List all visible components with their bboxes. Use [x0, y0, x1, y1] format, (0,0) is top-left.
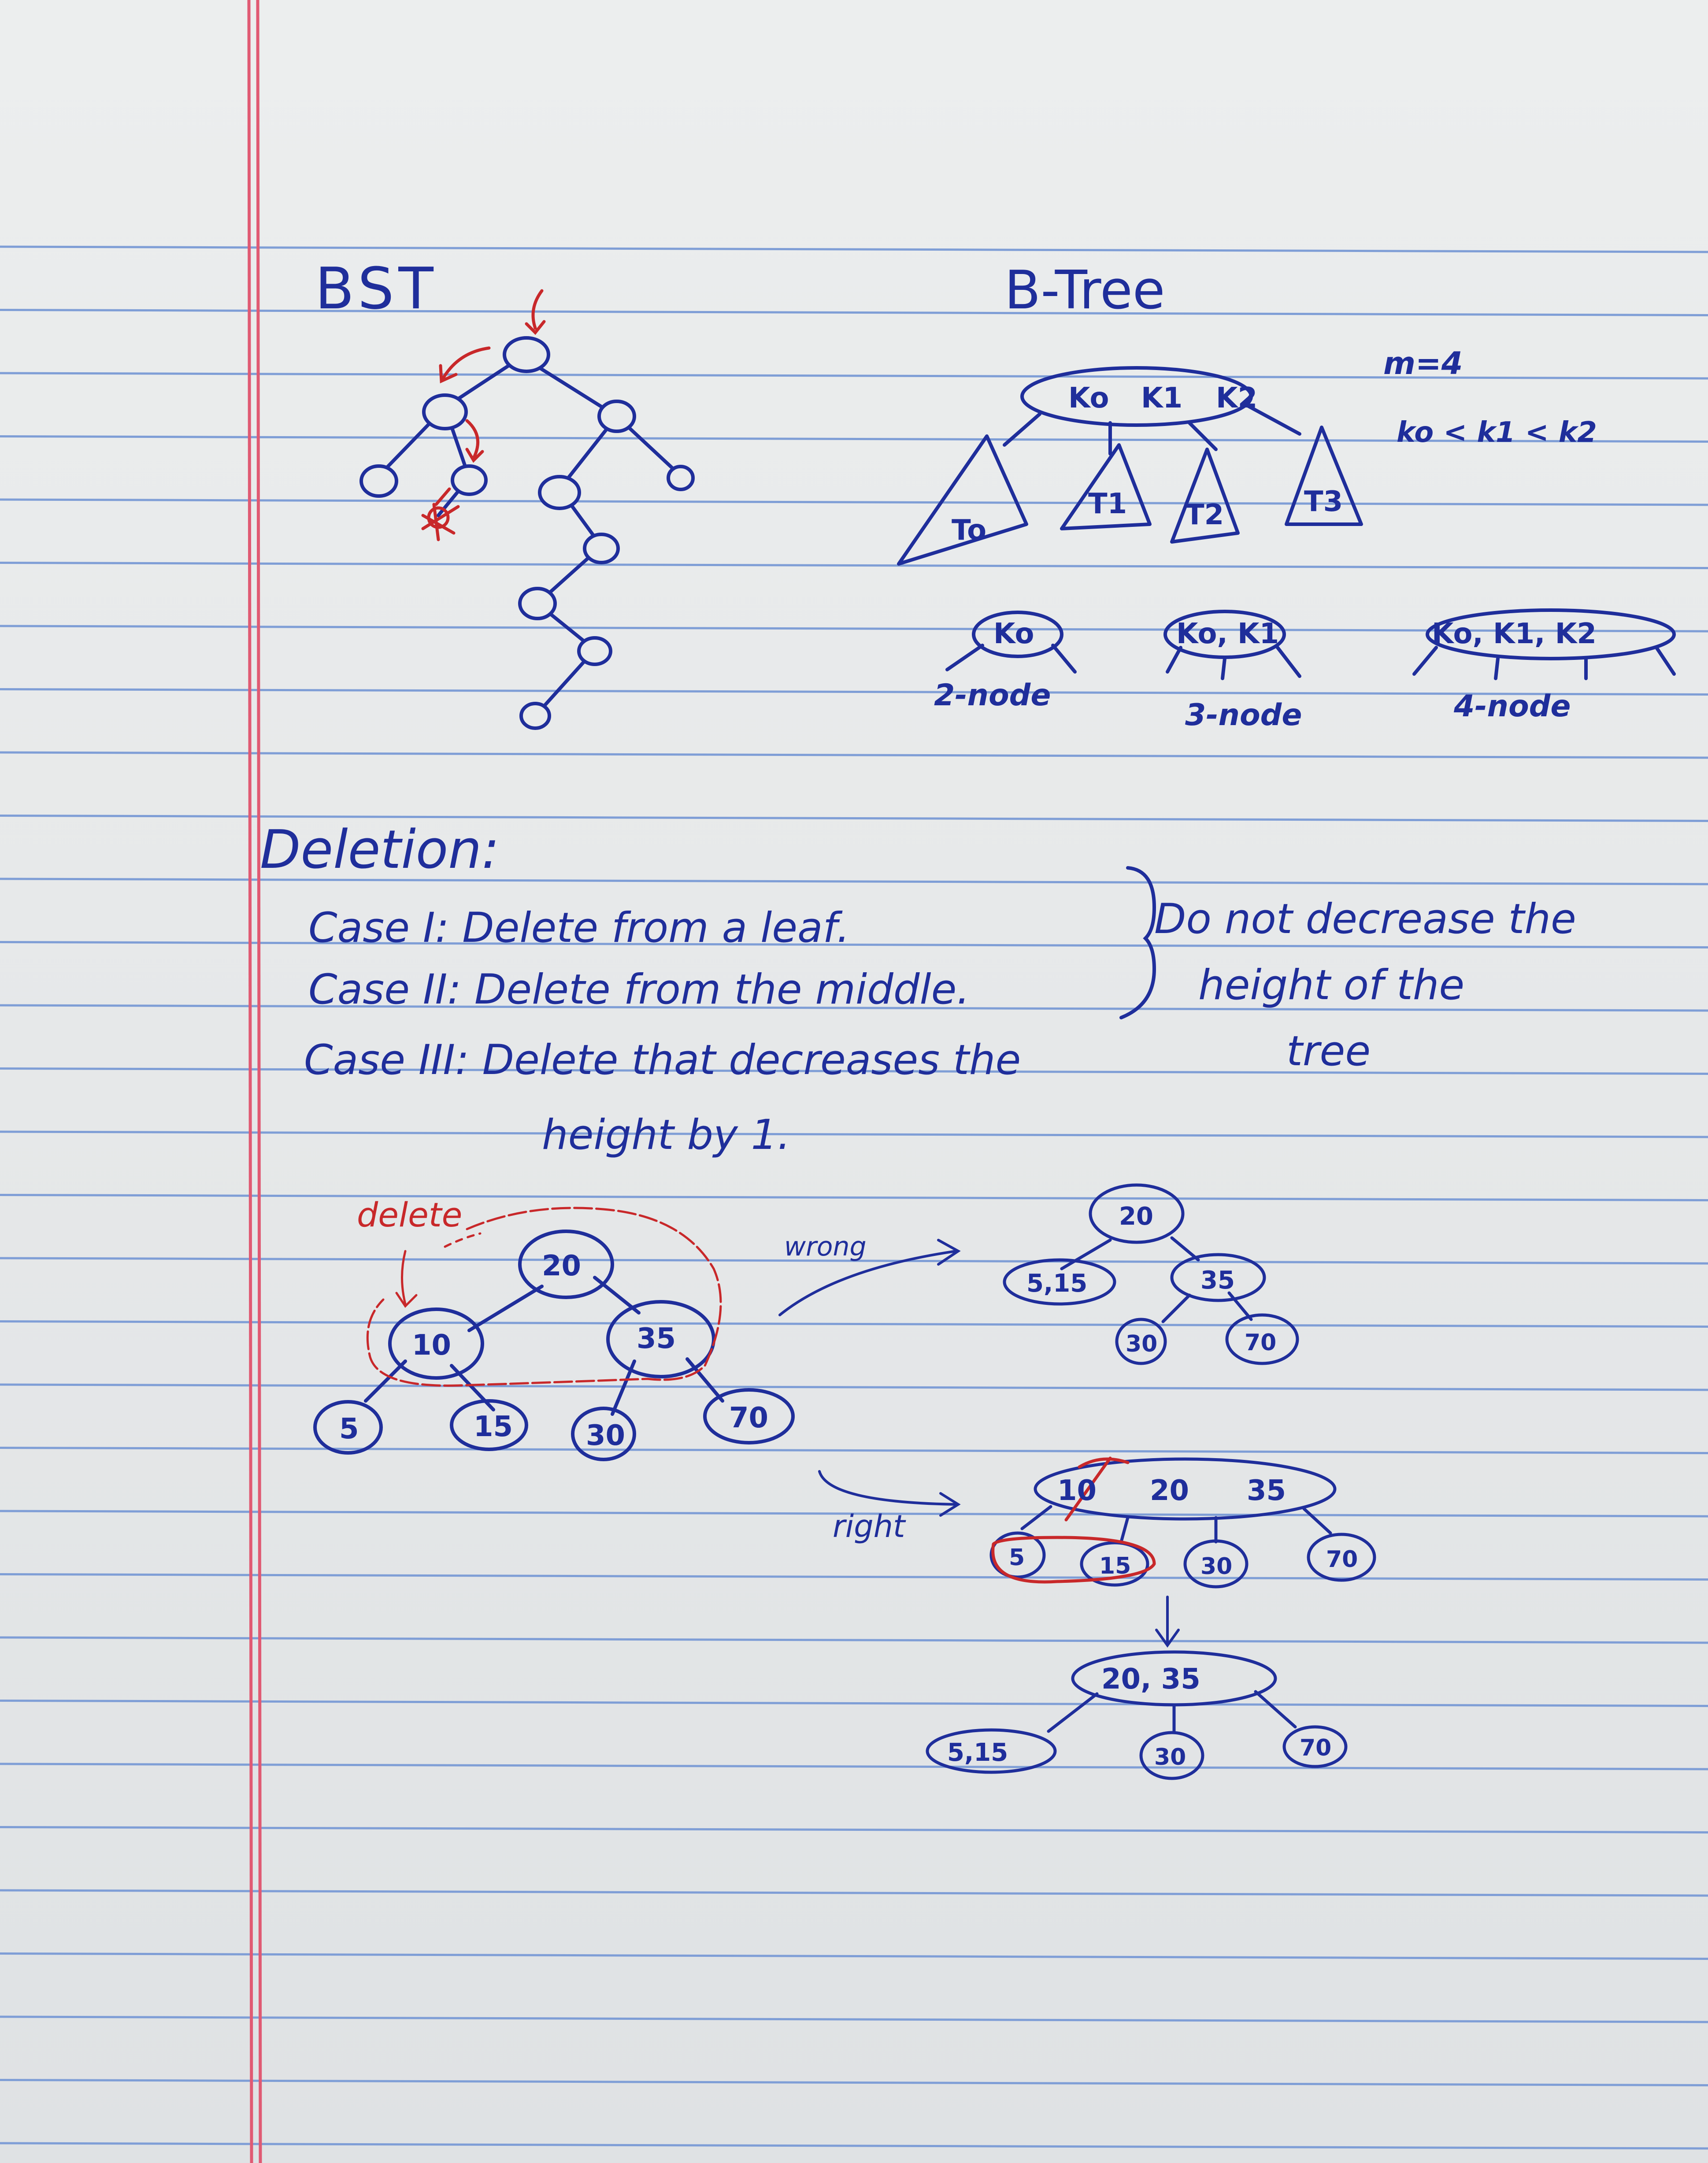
wrong-label: wrong: [784, 1231, 867, 1262]
wrong-child-0: 5,15: [1026, 1269, 1087, 1298]
rule-line: [0, 1383, 1708, 1391]
rule-line: [0, 562, 1708, 569]
rule-line: [0, 1700, 1708, 1707]
deletion-case-1: Case I: Delete from a leaf.: [308, 904, 850, 952]
rule-line: [0, 1573, 1708, 1581]
merged-leaf-0: 5: [1009, 1544, 1025, 1571]
node-type-keys-2: Ko, K1, K2: [1432, 618, 1597, 650]
merged-leaf-1: 15: [1099, 1553, 1131, 1579]
final-child-2: 70: [1300, 1735, 1331, 1761]
rule-line: [0, 1194, 1708, 1201]
rule-line: [0, 1952, 1708, 1960]
orig-child-1: 35: [637, 1322, 676, 1355]
rule-line: [0, 2015, 1708, 2023]
merged-node: [989, 1457, 1376, 1589]
merged-key-2: 35: [1247, 1474, 1286, 1507]
note-line-2: height of the: [1198, 961, 1465, 1009]
node-labels: Ko K1 K2 To T1 T2 T3 Ko Ko, K1 Ko, K1, K…: [339, 382, 1597, 1770]
rule-line: [0, 498, 1708, 506]
rule-line: [0, 2142, 1708, 2150]
final-tree: [926, 1650, 1348, 1780]
example-original-tree: [313, 1230, 795, 1461]
rule-line: [0, 1257, 1708, 1265]
orig-root: 20: [542, 1250, 581, 1282]
rule-line: [0, 245, 1708, 253]
wrong-leaf-1: 70: [1245, 1330, 1276, 1356]
deletion-case-3-continued: height by 1.: [542, 1111, 791, 1159]
final-child-0: 5,15: [947, 1738, 1008, 1767]
rule-line: [0, 372, 1708, 380]
orig-child-0: 10: [412, 1329, 451, 1362]
merge-red-marks: [991, 1456, 1156, 1584]
rule-line: [0, 941, 1708, 948]
btree-key-relation: ko < k1 < k2: [1397, 416, 1597, 449]
rule-line: [0, 751, 1708, 759]
rule-line: [0, 1889, 1708, 1897]
orig-leaf-2: 30: [586, 1419, 625, 1452]
wrong-tree: [1003, 1183, 1299, 1365]
btree-root-key-0: Ko: [1068, 382, 1109, 415]
rule-line: [0, 309, 1708, 316]
deletion-case-2: Case II: Delete from the middle.: [308, 966, 970, 1014]
rule-line: [0, 1130, 1708, 1138]
rule-line: [0, 625, 1708, 633]
delete-highlight: [366, 1207, 722, 1387]
ruled-lines: [0, 245, 1708, 2150]
btree-heading: B-Tree: [1004, 260, 1165, 321]
node-type-keys-1: Ko, K1: [1176, 618, 1279, 650]
rule-line: [0, 1447, 1708, 1454]
brace: [1119, 866, 1156, 1019]
orig-leaf-0: 5: [339, 1413, 359, 1445]
btree-root-key-2: K2: [1216, 382, 1257, 415]
rule-line: [0, 1320, 1708, 1328]
bst-diagram: [359, 336, 695, 730]
node-type-label-2: 2-node: [934, 678, 1051, 713]
node-type-label-4: 4-node: [1454, 689, 1571, 724]
final-child-1: 30: [1154, 1744, 1186, 1770]
btree-order: m=4: [1383, 345, 1463, 381]
rule-line: [0, 1510, 1708, 1518]
deletion-case-3: Case III: Delete that decreases the: [304, 1036, 1021, 1084]
rule-line: [0, 1826, 1708, 1833]
btree-subtree-0: To: [952, 514, 986, 547]
right-label: right: [833, 1508, 905, 1544]
btree-subtree-3: T3: [1304, 485, 1343, 518]
wrong-root: 20: [1119, 1202, 1153, 1231]
wrong-leaf-0: 30: [1126, 1331, 1157, 1357]
wrong-child-1: 35: [1200, 1266, 1235, 1295]
btree-root-key-1: K1: [1141, 382, 1182, 415]
rule-line: [0, 1004, 1708, 1012]
orig-leaf-3: 70: [729, 1402, 768, 1434]
btree-subtree-1: T1: [1088, 488, 1127, 520]
merged-key-0: 10: [1057, 1474, 1097, 1507]
arrows: [778, 1239, 1180, 1648]
rule-line: [0, 688, 1708, 696]
bst-red-marks: [421, 289, 546, 541]
rule-line: [0, 815, 1708, 822]
bst-heading: BST: [315, 255, 438, 322]
note-line-1: Do not decrease the: [1154, 895, 1576, 943]
node-type-label-3: 3-node: [1185, 698, 1302, 733]
rule-line: [0, 1636, 1708, 1644]
rule-line: [0, 878, 1708, 885]
merged-leaf-3: 70: [1326, 1546, 1358, 1573]
btree-subtree-2: T2: [1185, 499, 1224, 531]
delete-label: delete: [357, 1195, 463, 1234]
final-root: 20, 35: [1101, 1663, 1200, 1696]
node-type-keys-0: Ko: [993, 618, 1034, 650]
merged-leaf-2: 30: [1200, 1553, 1232, 1580]
orig-leaf-1: 15: [474, 1411, 513, 1443]
note-line-3: tree: [1286, 1027, 1371, 1075]
btree-diagram: [897, 366, 1676, 680]
merged-key-1: 20: [1150, 1474, 1189, 1507]
rule-line: [0, 2079, 1708, 2086]
rule-line: [0, 1763, 1708, 1770]
deletion-title: Deletion:: [260, 819, 500, 881]
rule-line: [0, 435, 1708, 443]
rule-line: [0, 1067, 1708, 1075]
margin-line: [247, 0, 262, 2163]
